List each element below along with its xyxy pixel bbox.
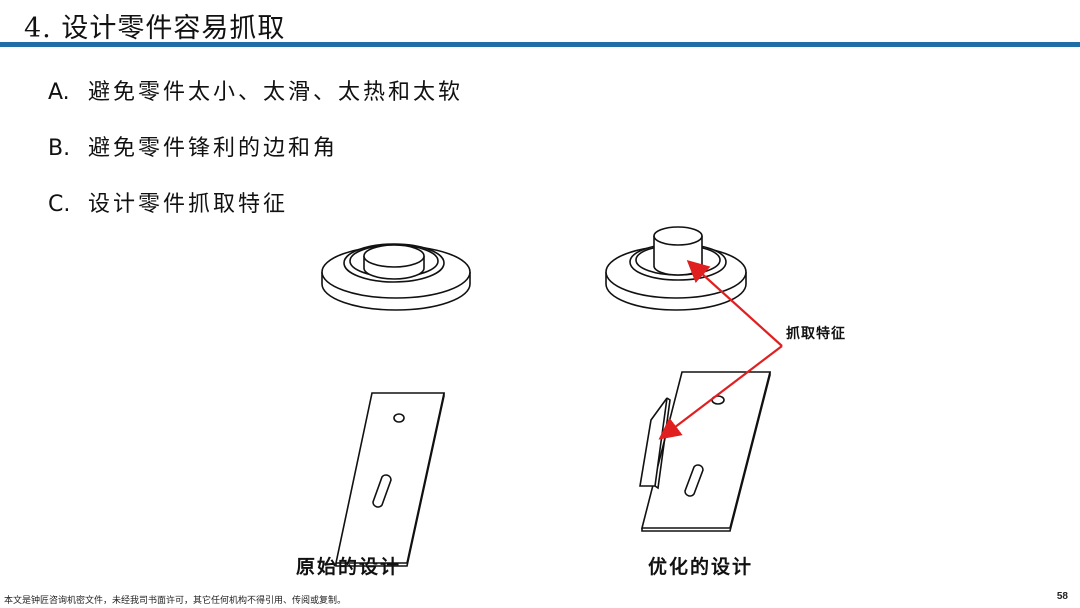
bullet-a-text: 避免零件太小、太滑、太热和太软 [88,80,464,105]
bullet-a: A. 避免零件太小、太滑、太热和太软 [48,74,463,106]
optimized-washer-drawing [605,226,747,311]
original-washer-drawing [321,243,471,311]
bullet-b: B. 避免零件锋利的边和角 [48,130,338,162]
optimized-plate-drawing [639,371,772,532]
page-number: 58 [1056,591,1068,602]
callout-arrow-plate [658,345,783,440]
bullet-c-key: C. [48,192,71,217]
caption-optimized: 优化的设计 [648,556,754,578]
title-divider [0,42,1080,47]
bullet-b-key: B. [48,136,71,161]
callout-label: 抓取特征 [786,326,846,342]
bullet-a-key: A. [48,80,70,105]
footer-confidential-notice: 本文是钟匠咨询机密文件，未经我司书面许可，其它任何机构不得引用、传阅或复制。 [4,595,347,605]
bullet-c: C. 设计零件抓取特征 [48,186,288,218]
slide-title: 4. 设计零件容易抓取 [24,13,286,44]
bullet-b-text: 避免零件锋利的边和角 [88,136,339,161]
callout-arrow-washer [686,260,783,347]
caption-original: 原始的设计 [296,556,402,578]
bullet-c-text: 设计零件抓取特征 [88,192,289,217]
original-plate-drawing [335,392,445,567]
